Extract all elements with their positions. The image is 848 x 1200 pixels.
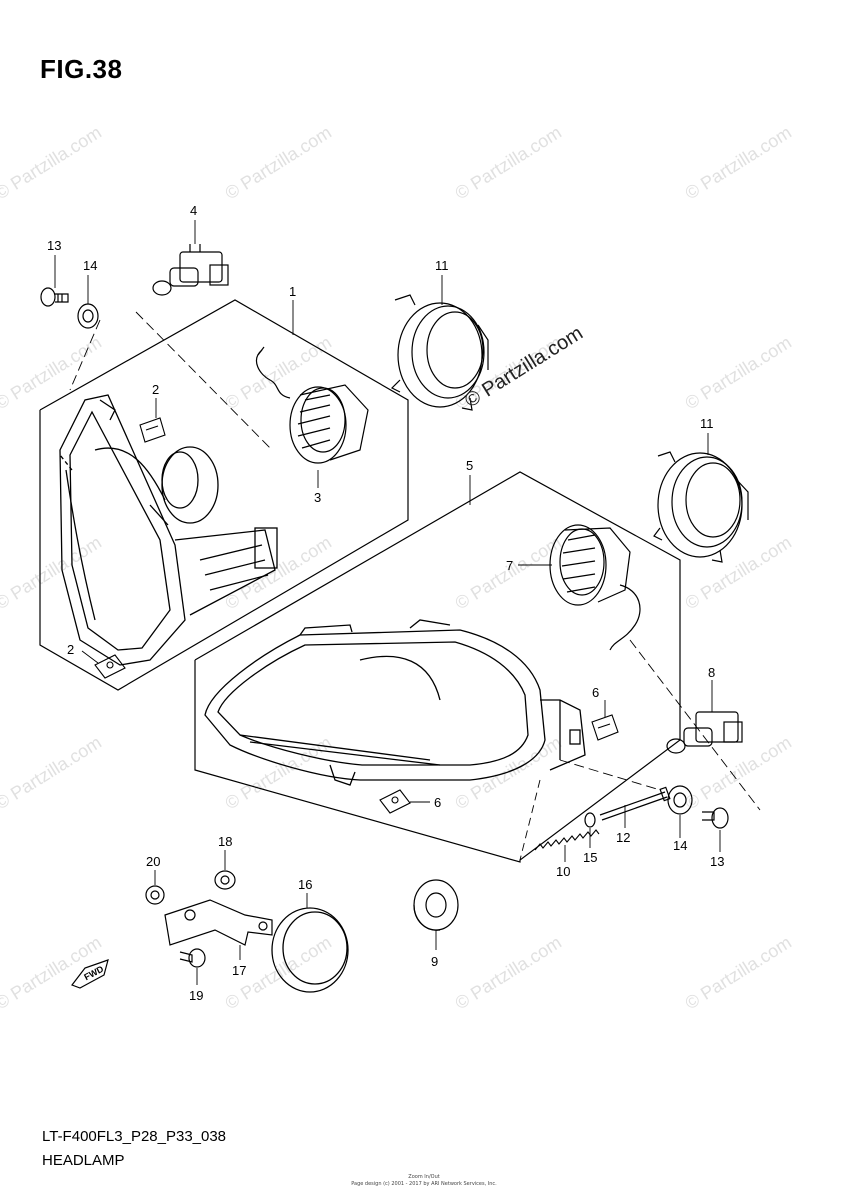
figure-title: FIG.38 [40,54,123,84]
bulb-8 [666,711,743,754]
callout-20: 20 [146,854,160,869]
callout-layer: 13 14 4 1 11 2 3 5 11 7 2 6 8 6 12 15 10… [47,203,724,1003]
callout-11: 11 [435,258,449,273]
callout-8: 8 [708,665,715,680]
callout-2: 2 [152,382,159,397]
bulb-4 [152,244,229,296]
spring-10 [534,829,600,851]
watermark-text: © Partzilla.com [682,332,795,413]
callout-9: 9 [431,954,438,969]
clip-6-upper [591,714,619,741]
callout-10: 10 [556,864,570,879]
callout-13: 13 [47,238,61,253]
watermark-text: © Partzilla.com [0,732,105,813]
lower-headlamp-housing [204,619,586,786]
grommet-9 [413,879,459,931]
upper-headlamp-housing [59,394,278,666]
watermark-text: © Partzilla.com [222,122,335,203]
watermark-text: © Partzilla.com [452,932,565,1013]
retaining-ring-11-lower [653,451,749,563]
callout-11: 11 [700,416,714,431]
watermark-text: © Partzilla.com [452,122,565,203]
watermark-text: © Partzilla.com [682,732,795,813]
screw-13-lower [702,807,729,829]
callout-15: 15 [583,850,597,865]
watermark-text: © Partzilla.com [222,732,335,813]
callout-16: 16 [298,877,312,892]
nut-20 [145,885,165,905]
callout-17: 17 [232,963,246,978]
bolt-19 [179,948,206,968]
clip-2-lower [94,654,126,679]
callout-2: 2 [67,642,74,657]
upper-assembly-box [39,299,409,691]
watermark-text: © Partzilla.com [222,332,335,413]
reflector-16 [271,907,349,993]
grommet-14-upper [77,303,99,329]
watermark-text: © Partzilla.com [682,122,795,203]
fwd-arrow-icon: FWD [71,959,109,989]
socket-7 [549,524,641,651]
clip-2-upper [139,417,166,443]
socket-3 [256,346,369,464]
nut-18 [214,870,236,890]
zoom-footer-text: Zoom In/Out [408,1174,440,1180]
callout-3: 3 [314,490,321,505]
bracket-17 [164,899,273,946]
callout-14: 14 [83,258,97,273]
callout-12: 12 [616,830,630,845]
watermark-text: © Partzilla.com [0,332,105,413]
callout-14: 14 [673,838,687,853]
watermark-text: © Partzilla.com [682,532,795,613]
clip-6-lower [379,789,411,814]
callout-1: 1 [289,284,296,299]
adjust-bolt-12 [599,786,671,821]
copyright-footer-text: Page design (c) 2001 - 2017 by ARI Netwo… [351,1181,497,1187]
callout-13: 13 [710,854,724,869]
callout-19: 19 [189,988,203,1003]
section-name: HEADLAMP [42,1152,125,1169]
watermark-text: © Partzilla.com [0,532,105,613]
washer-15 [584,812,596,828]
callout-7: 7 [506,558,513,573]
retaining-ring-11-upper [390,294,489,411]
callout-5: 5 [466,458,473,473]
callout-6: 6 [434,795,441,810]
watermark-text: © Partzilla.com [682,932,795,1013]
lower-assembly-box [194,471,681,863]
callout-6: 6 [592,685,599,700]
grommet-14-lower [667,785,693,815]
model-code: LT-F400FL3_P28_P33_038 [42,1128,227,1145]
watermark-text: © Partzilla.com [452,732,565,813]
watermark-text: © Partzilla.com [0,122,105,203]
leader-lines [54,220,761,985]
screw-13-upper [40,287,69,307]
watermark-layer: © Partzilla.com © Partzilla.com © Partzill… [0,122,795,1013]
callout-18: 18 [218,834,232,849]
callout-4: 4 [190,203,197,218]
